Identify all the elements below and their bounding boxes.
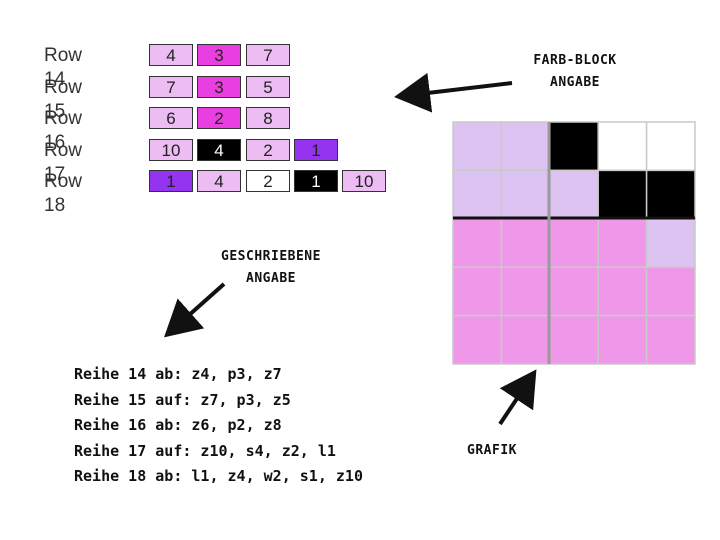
- grid-cell: [549, 121, 599, 172]
- grid-cell: [452, 266, 503, 317]
- grid-cell: [645, 314, 696, 365]
- color-block-cell: 7: [246, 44, 290, 66]
- grid-cell: [452, 169, 503, 220]
- color-block-cell: 5: [246, 76, 290, 98]
- arrow-to-written: [164, 282, 226, 338]
- written-label: GESCHRIEBENE ANGABE: [221, 249, 321, 286]
- grid-cell: [645, 169, 696, 220]
- color-block-cell: 8: [246, 107, 290, 129]
- knitting-graphic-grid: [452, 121, 696, 365]
- color-block-cell: 2: [246, 139, 290, 161]
- color-block-cell: 1: [294, 139, 338, 161]
- instruction-line: Reihe 18 ab: l1, z4, w2, s1, z10: [74, 467, 363, 485]
- row-label: Row 16: [44, 108, 83, 153]
- instruction-line: Reihe 16 ab: z6, p2, z8: [74, 416, 282, 434]
- grid-cell: [597, 266, 648, 317]
- grid-cell: [452, 121, 503, 172]
- color-block-cell: 10: [149, 139, 193, 161]
- grid-cell: [645, 121, 696, 172]
- color-block-cell: 3: [197, 44, 241, 66]
- grid-cell: [645, 218, 696, 268]
- row-label: Row 14: [44, 45, 83, 90]
- grid-cell: [549, 218, 599, 268]
- color-block-cell: 1: [149, 170, 193, 192]
- arrow-to-graphic: [498, 369, 537, 426]
- grid-cell: [500, 314, 551, 365]
- color-block-cell: 2: [197, 107, 241, 129]
- grid-cell: [500, 121, 551, 172]
- instruction-line: Reihe 17 auf: z10, s4, z2, l1: [74, 441, 336, 460]
- grid-cell: [597, 218, 648, 268]
- color-block-cell: 3: [197, 76, 241, 98]
- grid-cell: [549, 266, 599, 317]
- grid-cell: [500, 266, 551, 317]
- instruction-line: Reihe 14 ab: z4, p3, z7: [74, 365, 282, 383]
- grid-cell: [549, 169, 599, 220]
- row-label: Row 17: [44, 140, 83, 185]
- grid-cell: [597, 121, 648, 172]
- color-block-cell: 10: [342, 170, 386, 192]
- color-block-cell: 1: [294, 170, 338, 192]
- row-label: Row 15: [44, 77, 83, 122]
- grid-cell: [597, 314, 648, 365]
- instruction-line: Reihe 15 auf: z7, p3, z5: [74, 390, 291, 409]
- grid-cell: [549, 314, 599, 365]
- color-block-label: FARB-BLOCK ANGABE: [533, 53, 617, 90]
- color-block-cell: 4: [149, 44, 193, 66]
- written-instructions: Reihe 14 ab: z4, p3, z7 Reihe 15 auf: z7…: [74, 362, 363, 490]
- grid-cell: [645, 266, 696, 317]
- graphic-label: GRAFIK: [467, 443, 517, 458]
- grid-cell: [597, 169, 648, 220]
- grid-cell: [500, 169, 551, 220]
- color-block-cell: 4: [197, 139, 241, 161]
- grid-cell: [500, 218, 551, 268]
- color-block-cell: 4: [197, 170, 241, 192]
- grid-cell: [452, 314, 503, 365]
- color-block-cell: 6: [149, 107, 193, 129]
- color-block-cell: 2: [246, 170, 290, 192]
- arrow-to-color-blocks: [394, 72, 513, 113]
- grid-cell: [452, 218, 503, 268]
- row-label: Row 18: [44, 171, 83, 216]
- color-block-cell: 7: [149, 76, 193, 98]
